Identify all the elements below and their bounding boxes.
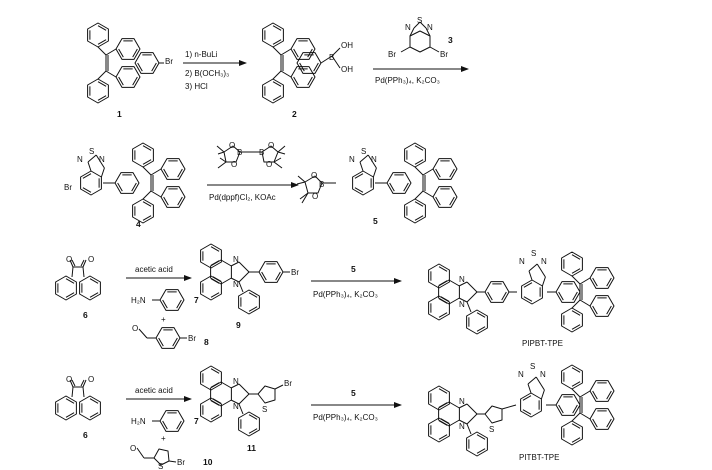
bromobenzaldehyde-structure [138, 327, 187, 349]
s-label-5: S [361, 147, 366, 156]
n-label-p1a: N [459, 275, 465, 284]
s-label-10: S [158, 462, 163, 470]
n-label-4a: N [77, 155, 83, 164]
hydroxyl-label-2b: OH [341, 65, 353, 74]
phenanthrenequinone-structure-b [55, 379, 101, 421]
compound-number-4: 4 [136, 219, 141, 229]
s-label-p2-thiophene: S [489, 425, 494, 434]
reagent-step5: Pd(PPh₃)₄, K₂CO₃ [313, 290, 378, 299]
compound-5-structure [296, 142, 458, 224]
compound-number-10: 10 [203, 457, 213, 467]
compound-number-2: 2 [292, 109, 297, 119]
bis-pinacolato-diboron-structure [216, 145, 286, 169]
boron-label-pin-b: B [259, 148, 264, 157]
bromo-label-1: Br [165, 57, 173, 66]
compound-number-6b: 6 [83, 430, 88, 440]
pitbt-tpe-structure [428, 364, 615, 457]
n-label-3a: N [405, 23, 411, 32]
s-label-3: S [417, 16, 422, 25]
o-label-6a-1: O [66, 255, 72, 264]
n-label-p2a: N [459, 397, 465, 406]
aniline-structure-b [152, 410, 185, 432]
reagent-step3: Pd(dppf)Cl₂, KOAc [209, 193, 276, 202]
reagent-step2: Pd(PPh₃)₄, K₂CO₃ [375, 76, 440, 85]
s-label-p1: S [531, 249, 536, 258]
n-label-4b: N [99, 155, 105, 164]
o-label-aldehyde-b: O [130, 444, 136, 453]
o-label-aldehyde-a: O [132, 324, 138, 333]
reagent-step6: Pd(PPh₃)₄, K₂CO₃ [313, 413, 378, 422]
n-label-5a: N [349, 155, 355, 164]
o-label-6b-2: O [88, 375, 94, 384]
bromo-label-11: Br [284, 379, 292, 388]
compound-1-structure [87, 22, 164, 104]
o-label-pin-b: O [231, 160, 237, 169]
bromo-label-3a: Br [388, 50, 396, 59]
compound-4-structure [80, 142, 186, 224]
n-label-p1c: N [519, 257, 525, 266]
n-label-p2d: N [540, 370, 546, 379]
n-label-p1b: N [459, 300, 465, 309]
o-label-6a-2: O [88, 255, 94, 264]
compound-number-7b: 7 [194, 416, 199, 426]
s-label-11: S [262, 405, 267, 414]
o-label-pin-a: O [229, 141, 235, 150]
pipbt-tpe-structure [428, 251, 615, 335]
boron-label-5: B [319, 180, 324, 189]
n-label-p2c: N [518, 370, 524, 379]
s-label-4: S [89, 147, 94, 156]
bromo-label-10: Br [177, 458, 185, 467]
reagent-compound-5-a: 5 [351, 264, 356, 274]
phenanthrenequinone-structure-a [55, 259, 101, 301]
compound-3-structure [400, 21, 440, 53]
n-label-p2b: N [459, 422, 465, 431]
plus-sign-b: + [161, 434, 166, 443]
o-label-5b: O [312, 192, 318, 201]
compound-number-7a: 7 [194, 295, 199, 305]
reagent-step1-b: 2) B(OCH₃)₃ [185, 69, 229, 78]
bromo-label-9: Br [291, 268, 299, 277]
reagent-step1-c: 3) HCl [185, 82, 208, 91]
amine-label-a: H₂N [131, 296, 146, 305]
n-label-11b: N [233, 402, 239, 411]
n-label-9a: N [233, 255, 239, 264]
n-label-9b: N [233, 280, 239, 289]
o-label-pin-d: O [266, 160, 272, 169]
n-label-11a: N [233, 377, 239, 386]
aniline-structure-a [152, 289, 185, 311]
boron-label-2: B [329, 53, 334, 62]
compound-2-structure [262, 22, 341, 104]
n-label-3b: N [427, 23, 433, 32]
o-label-pin-c: O [268, 141, 274, 150]
reagent-acetic-acid-a: acetic acid [135, 265, 173, 274]
o-label-6b-1: O [66, 375, 72, 384]
n-label-5b: N [371, 155, 377, 164]
compound-number-5: 5 [373, 216, 378, 226]
n-label-p1d: N [541, 257, 547, 266]
compound-number-8: 8 [204, 337, 209, 347]
reagent-compound-5-b: 5 [351, 388, 356, 398]
bromo-label-3b: Br [440, 50, 448, 59]
product-name-pitbt: PITBT-TPE [519, 453, 559, 462]
reagent-step1-a: 1) n-BuLi [185, 50, 218, 59]
bromo-label-4: Br [64, 183, 72, 192]
s-label-p2: S [530, 362, 535, 371]
plus-sign-a: + [161, 315, 166, 324]
compound-number-11: 11 [247, 443, 256, 453]
compound-number-9: 9 [236, 320, 241, 330]
compound-number-3: 3 [448, 35, 453, 45]
compound-number-6a: 6 [83, 310, 88, 320]
reagent-acetic-acid-b: acetic acid [135, 386, 173, 395]
compound-11-structure [200, 365, 284, 437]
product-name-pipbt: PIPBT-TPE [522, 339, 563, 348]
hydroxyl-label-2a: OH [341, 41, 353, 50]
o-label-5a: O [311, 171, 317, 180]
compound-9-structure [200, 243, 290, 315]
bromothiophene-carbaldehyde-structure [136, 447, 177, 466]
compound-number-1: 1 [117, 109, 122, 119]
bromo-label-8: Br [188, 334, 196, 343]
amine-label-b: H₂N [131, 417, 146, 426]
boron-label-pin-a: B [237, 148, 242, 157]
